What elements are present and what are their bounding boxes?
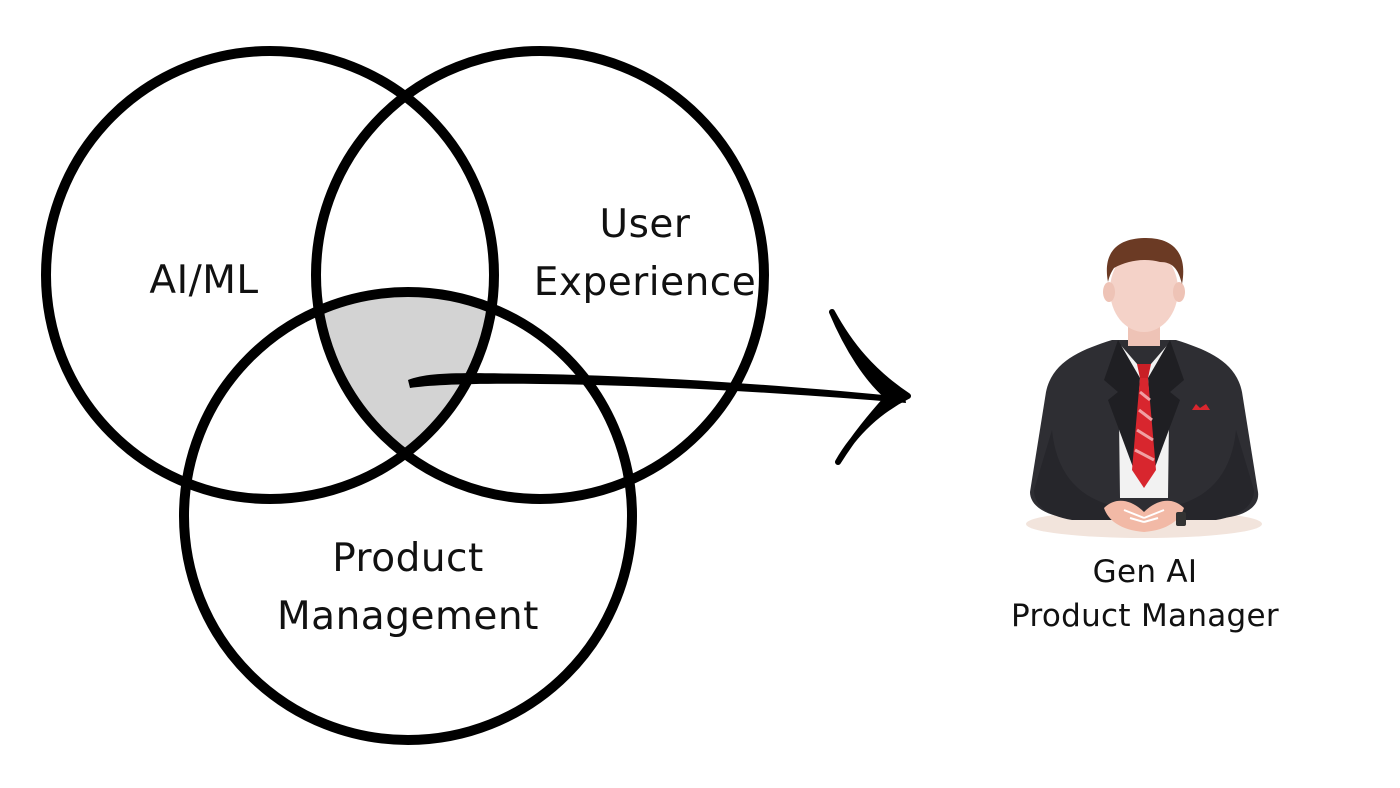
product-management-circle [179, 287, 637, 745]
product-management-label: Product Management [266, 530, 550, 646]
user-experience-label-line-2: Experience [533, 260, 757, 305]
ai-ml-label-line: AI/ML [149, 258, 259, 303]
user-experience-label-line-1: User [599, 202, 691, 247]
user-experience-circle [311, 46, 769, 504]
product-management-label-line-1: Product [332, 536, 484, 581]
ai-ml-label: AI/ML [136, 252, 272, 310]
product-management-label-line-2: Management [277, 594, 539, 639]
persona-caption-line-1: Gen AI [1092, 554, 1198, 590]
persona-caption: Gen AI Product Manager [1000, 550, 1290, 638]
arrow-icon [408, 309, 911, 465]
user-experience-label: User Experience [530, 196, 760, 312]
ai-ml-circle [41, 46, 499, 504]
businessman-icon [1026, 238, 1262, 538]
persona-caption-line-2: Product Manager [1011, 598, 1279, 634]
